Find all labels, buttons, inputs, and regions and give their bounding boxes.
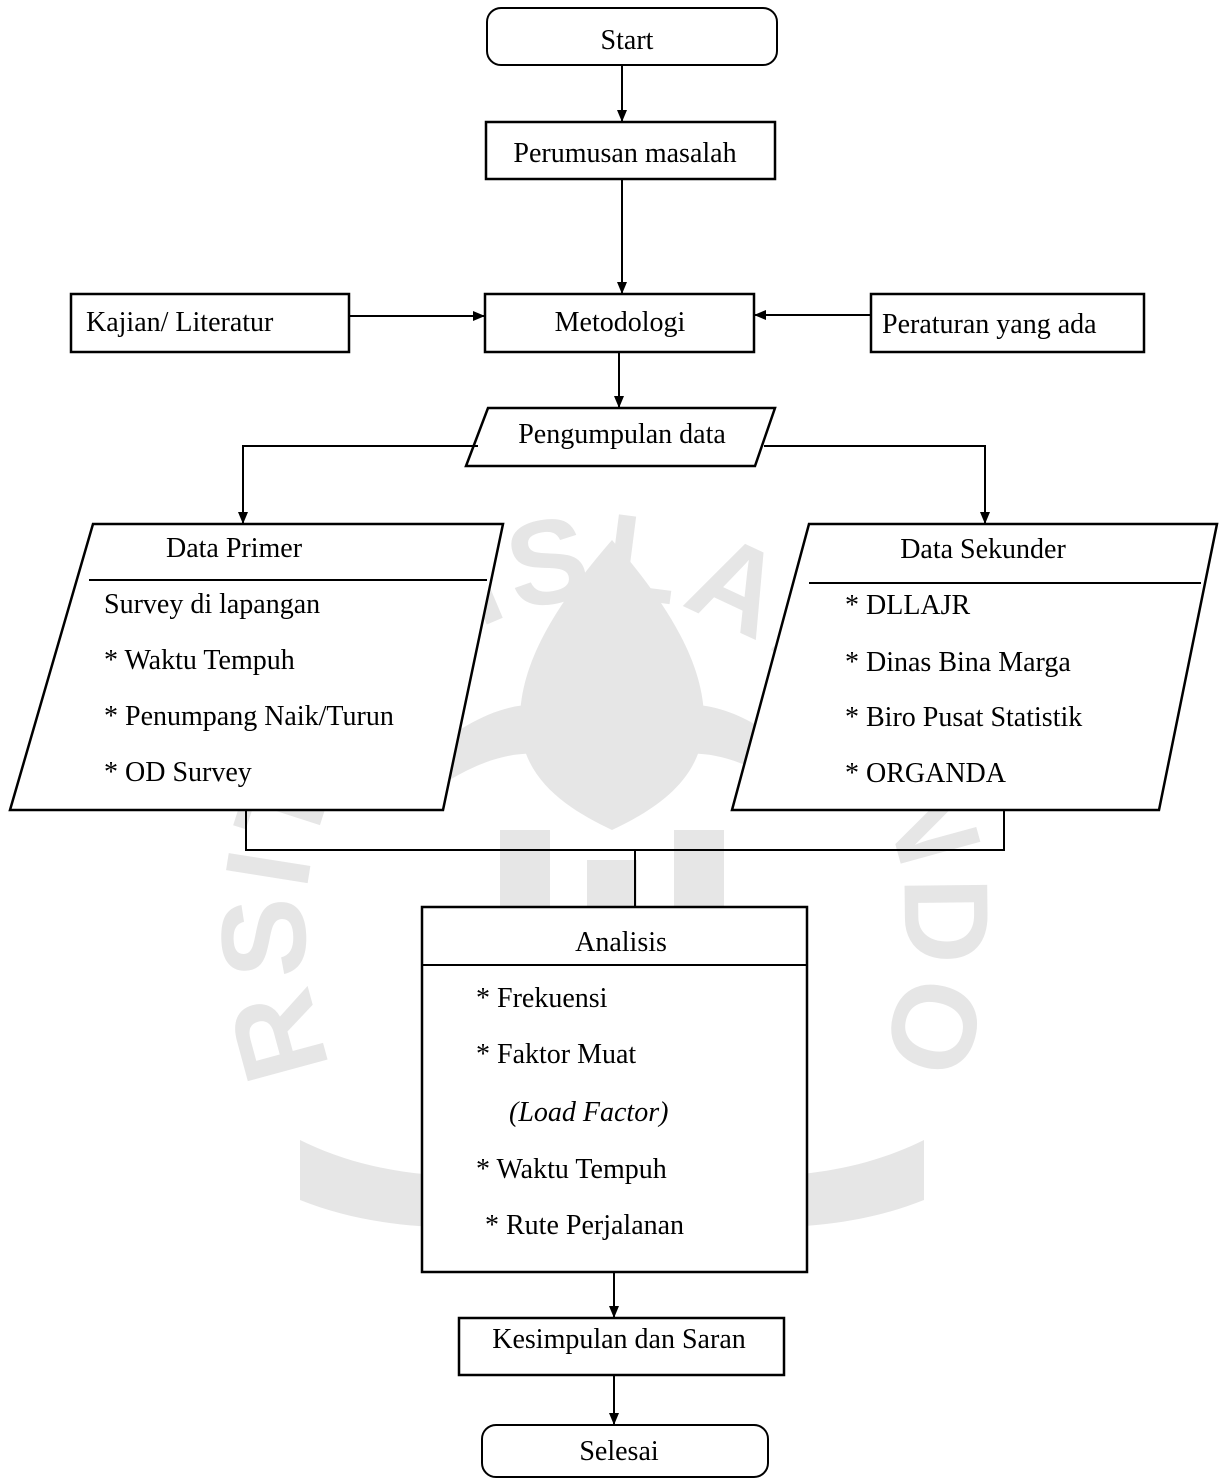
analysis-item-note: (Load Factor) — [509, 1097, 669, 1128]
primary-data-title: Data Primer — [165, 533, 303, 564]
arrow-collection-to-secondary — [764, 445, 990, 524]
regulations-label: Peraturan yang ada — [882, 309, 1097, 340]
literature-box — [69, 292, 351, 354]
conclusion-label: Kesimpulan dan Saran — [492, 1324, 746, 1355]
primary-data-item: * Penumpang Naik/Turun — [104, 701, 394, 732]
analysis-box — [420, 905, 809, 1274]
merge-line-primary-secondary — [245, 810, 1005, 851]
analysis-title: Analisis — [575, 927, 667, 958]
finish-label: Selesai — [579, 1436, 659, 1467]
analysis-item: * Frekuensi — [476, 983, 608, 1014]
literature-label: Kajian/ Literatur — [86, 307, 274, 338]
secondary-data-item: * Biro Pusat Statistik — [845, 702, 1083, 733]
start-terminal — [486, 7, 778, 66]
arrow-collection-to-primary — [238, 445, 478, 524]
secondary-data-item: * Dinas Bina Marga — [845, 647, 1071, 678]
secondary-data-title: Data Sekunder — [900, 534, 1066, 565]
finish-terminal — [481, 1424, 769, 1478]
analysis-item: * Rute Perjalanan — [485, 1210, 685, 1241]
secondary-data-item: * DLLAJR — [845, 590, 971, 621]
primary-data-item: Survey di lapangan — [104, 589, 321, 620]
data-collection-label: Pengumpulan data — [518, 419, 726, 450]
regulations-box — [869, 292, 1146, 354]
conclusion-box — [457, 1316, 786, 1377]
primary-data-parallelogram — [8, 522, 505, 812]
primary-data-item: * OD Survey — [104, 757, 252, 788]
secondary-data-item: * ORGANDA — [845, 758, 1006, 789]
problem-formulation-label: Perumusan masalah — [513, 138, 737, 169]
primary-data-item: * Waktu Tempuh — [104, 645, 295, 676]
start-label: Start — [600, 25, 654, 56]
analysis-item: * Waktu Tempuh — [476, 1154, 667, 1185]
secondary-data-parallelogram — [730, 522, 1219, 812]
methodology-label: Metodologi — [554, 307, 686, 338]
analysis-item: * Faktor Muat — [476, 1039, 637, 1070]
methodology-box — [483, 292, 756, 354]
problem-formulation-box — [484, 120, 777, 181]
